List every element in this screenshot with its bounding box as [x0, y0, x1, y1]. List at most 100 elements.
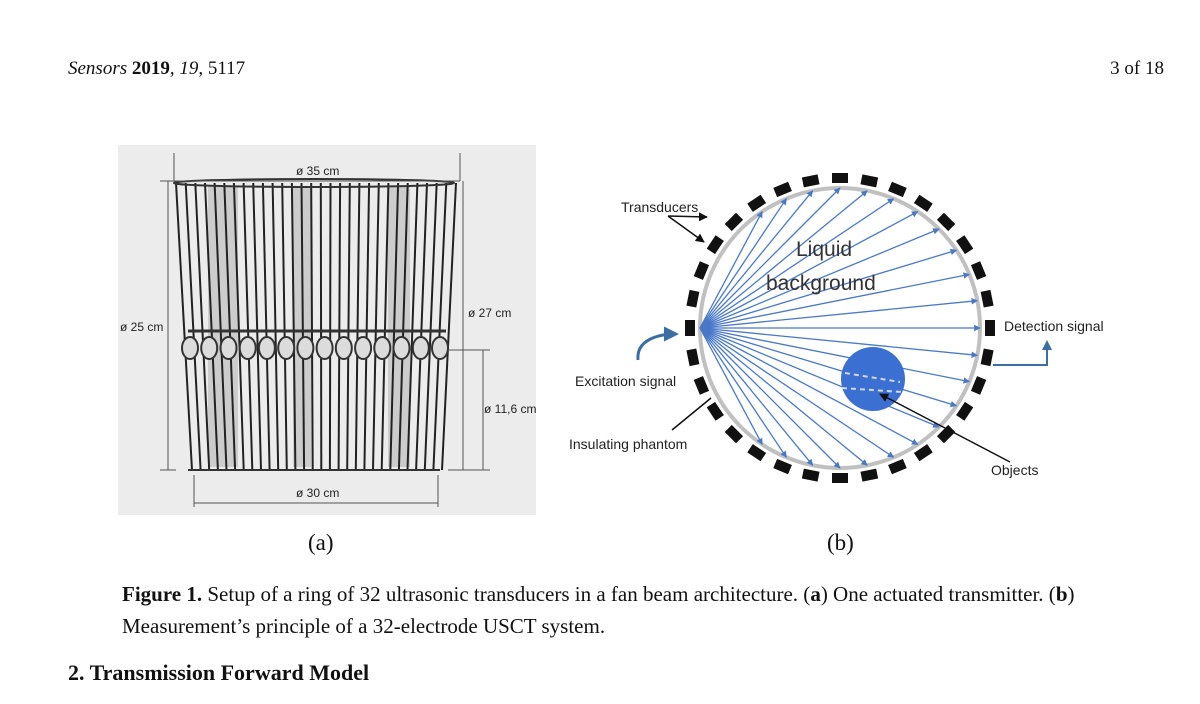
cage-rod: [252, 182, 262, 471]
transducer-element: [219, 336, 238, 360]
transducer-element: [200, 336, 219, 360]
transducer-block: [801, 174, 820, 188]
transducer-block: [724, 424, 744, 444]
dim-right-upper-label: ø 27 cm: [468, 306, 511, 320]
transducer-block: [913, 444, 933, 462]
ultrasound-ray: [699, 327, 841, 469]
caption-figure-number: Figure 1.: [122, 582, 203, 606]
ultrasound-ray: [699, 298, 978, 329]
transducer-block: [747, 194, 767, 212]
cage-rod: [184, 182, 202, 471]
cage-rod: [337, 182, 342, 471]
journal-name: Sensors: [68, 58, 128, 79]
ultrasound-ray: [699, 190, 814, 329]
liquid-label-line2: background: [766, 272, 876, 295]
transducer-block: [693, 376, 710, 395]
transducer-block: [773, 458, 792, 475]
ultrasound-ray: [699, 190, 868, 329]
cage-rod: [290, 182, 297, 471]
transducer-element: [238, 336, 257, 360]
objects-label: Objects: [991, 462, 1038, 478]
transducer-element: [373, 336, 392, 360]
transducer-element: [181, 336, 199, 360]
figure-panel-b: Liquid background Transducers Detection …: [560, 160, 1140, 500]
cage-rod: [281, 182, 288, 471]
cage-rod: [223, 182, 237, 471]
transducer-block: [936, 424, 956, 444]
ultrasound-ray: [699, 198, 895, 329]
section-heading: 2. Transmission Forward Model: [68, 660, 370, 685]
ultrasound-ray: [699, 198, 787, 329]
transducer-block: [801, 468, 820, 482]
insulating-phantom-label: Insulating phantom: [569, 436, 687, 452]
cage-rod: [432, 182, 448, 471]
ultrasound-ray: [699, 272, 970, 329]
transducer-block: [686, 348, 700, 367]
journal-year: 2019: [131, 58, 170, 79]
transducer-block: [985, 320, 995, 336]
caption-ref-a: a: [810, 582, 821, 606]
article-number: , 5117: [198, 58, 246, 79]
transducer-element: [411, 336, 430, 360]
cage-rod: [242, 182, 254, 471]
page-number: 3 of 18: [1110, 58, 1164, 79]
transducer-block: [913, 194, 933, 212]
transducer-block: [747, 444, 767, 462]
cage-rod: [232, 182, 245, 471]
transducer-block: [888, 458, 907, 475]
cage-rod: [415, 182, 428, 471]
cage-rod: [194, 182, 211, 471]
cage-rod: [204, 182, 219, 471]
cage-rod: [346, 182, 351, 471]
transducer-block: [693, 261, 710, 280]
transducer-element: [257, 336, 276, 360]
ultrasound-ray: [699, 327, 978, 358]
ultrasound-ray: [699, 327, 895, 458]
dim-bottom-label: ø 30 cm: [296, 486, 339, 500]
transducer-block: [860, 174, 879, 188]
ultrasound-ray: [699, 228, 940, 329]
figure-panel-a: ø 35 cm ø 25 cm ø 27 cm ø 11,6 cm ø 30 c…: [118, 145, 536, 515]
dim-right-lower-label: ø 11,6 cm: [484, 402, 536, 416]
running-header: Sensors 2019, 19, 5117: [68, 58, 246, 79]
ultrasound-ray: [699, 327, 958, 408]
journal-volume: 19: [179, 58, 199, 79]
caption-text-2: ) One actuated transmitter. (: [820, 582, 1056, 606]
transducer-block: [970, 261, 987, 280]
cage-rod: [397, 182, 409, 471]
usct-schematic: Liquid background Transducers Detection …: [569, 173, 1104, 483]
excitation-arrow: [636, 326, 679, 361]
transducer-element: [277, 336, 296, 360]
transducer-block: [888, 181, 907, 198]
transducer-block: [724, 212, 744, 232]
detection-signal-label: Detection signal: [1004, 318, 1104, 334]
ultrasound-ray: [699, 327, 970, 384]
dim-left-label: ø 25 cm: [120, 320, 163, 334]
ultrasound-ray: [699, 327, 919, 445]
cage-rod: [406, 182, 419, 471]
ultrasound-ray: [699, 211, 763, 329]
transducer-cage-illustration: ø 35 cm ø 25 cm ø 27 cm ø 11,6 cm ø 30 c…: [118, 145, 536, 515]
cage-rod: [310, 182, 314, 471]
transducer-element: [315, 336, 334, 360]
cage-rod: [389, 182, 400, 471]
cage-rod: [354, 182, 361, 471]
ultrasound-ray: [699, 327, 814, 466]
transducer-block: [832, 173, 848, 183]
transducer-element: [296, 336, 315, 360]
cage-rod: [300, 182, 306, 471]
dim-top-label: ø 35 cm: [296, 164, 339, 178]
cage-rod: [319, 182, 323, 471]
ultrasound-ray: [699, 187, 841, 329]
cage-rod: [175, 182, 193, 471]
transducer-block: [860, 468, 879, 482]
caption-text-1: Setup of a ring of 32 ultrasonic transdu…: [202, 582, 811, 606]
cage-rod: [261, 182, 271, 471]
transducer-block: [686, 289, 700, 308]
transducer-block: [832, 473, 848, 483]
transducers-label: Transducers: [621, 199, 698, 215]
caption-ref-b: b: [1055, 582, 1068, 606]
transducer-block: [956, 235, 974, 255]
cage-rod: [441, 182, 457, 471]
transducer-block: [773, 181, 792, 198]
